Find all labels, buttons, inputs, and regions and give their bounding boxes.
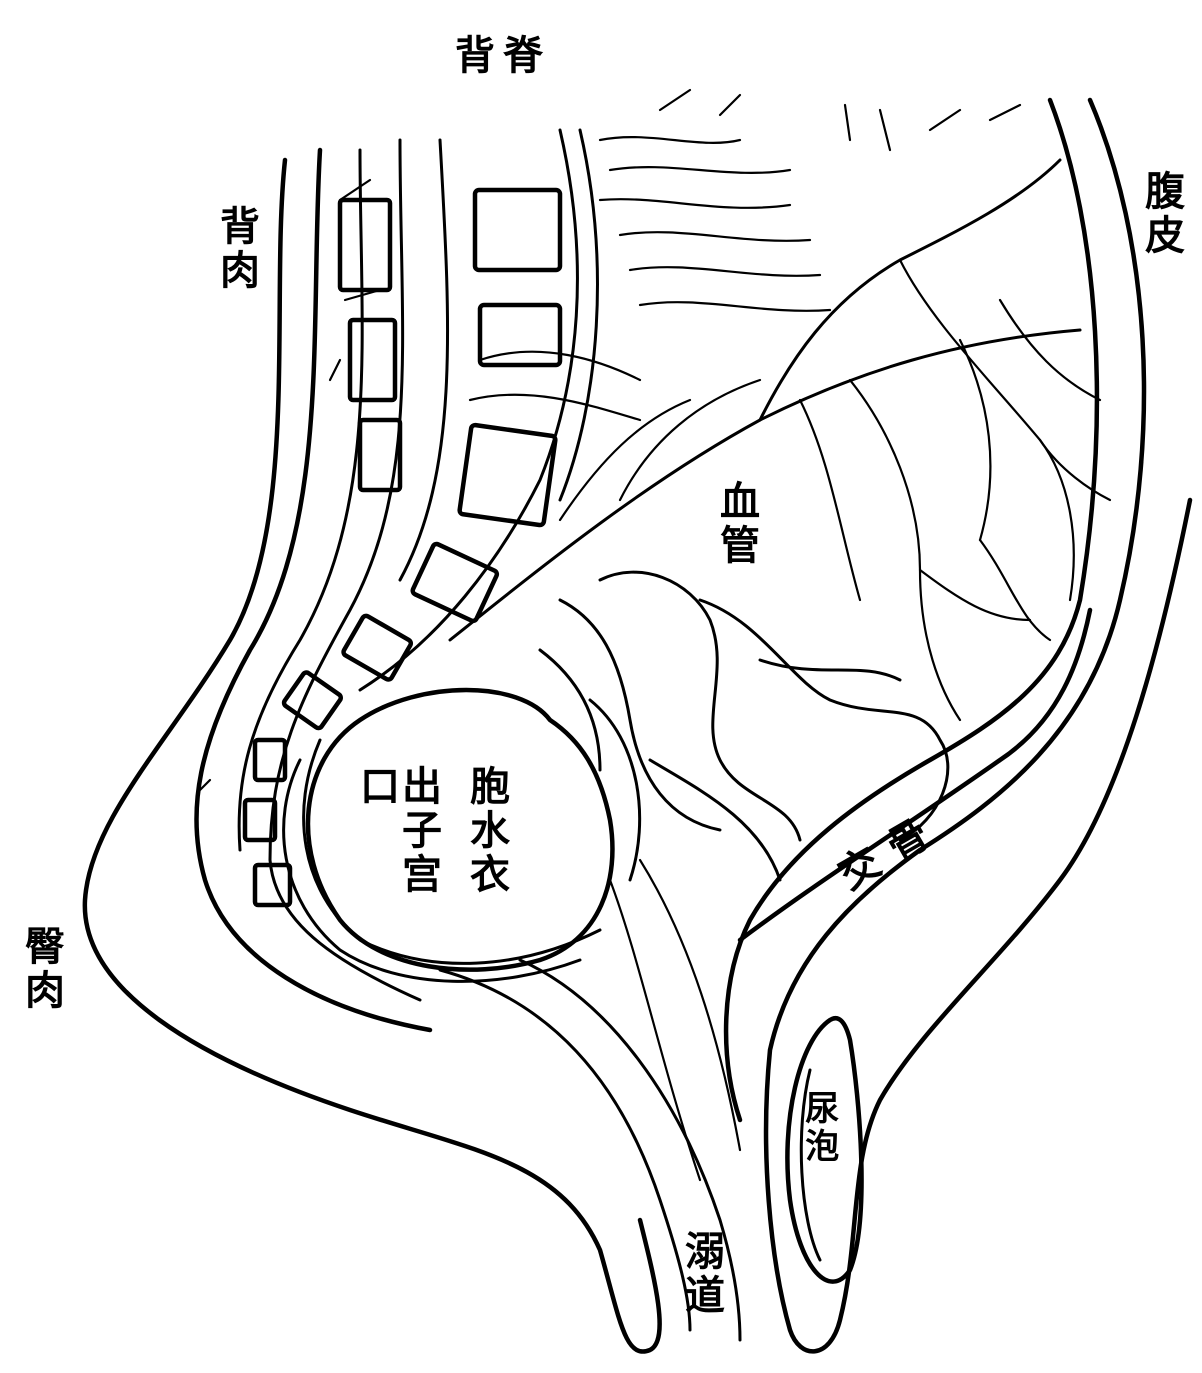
- label-back-muscle: 背肉: [215, 205, 257, 293]
- label-urethra: 溺道: [680, 1230, 722, 1318]
- spine-line-5: [560, 130, 597, 500]
- pubic-bone-band: [740, 610, 1090, 940]
- spine-line-3: [400, 140, 448, 580]
- label-bladder: 尿泡: [800, 1090, 836, 1166]
- label-belly-skin: 腹皮: [1140, 170, 1182, 258]
- label-blood-vessels: 血管: [715, 480, 757, 568]
- canal-line-3: [610, 880, 700, 1180]
- spine-line-4: [360, 130, 577, 690]
- label-spine: 背脊: [455, 35, 551, 77]
- uterus-outline: [308, 690, 612, 970]
- label-cervix-group: 出子宫口: [355, 765, 439, 925]
- blood-vessel-network: [450, 160, 1110, 720]
- tissue-hatching: [470, 90, 1020, 420]
- uterus-layer-2: [304, 740, 600, 963]
- label-buttock-muscle: 臀肉: [20, 925, 62, 1013]
- label-amniotic-sac: 胞水衣: [465, 765, 507, 897]
- label-cervix: 出子宫口: [355, 765, 439, 925]
